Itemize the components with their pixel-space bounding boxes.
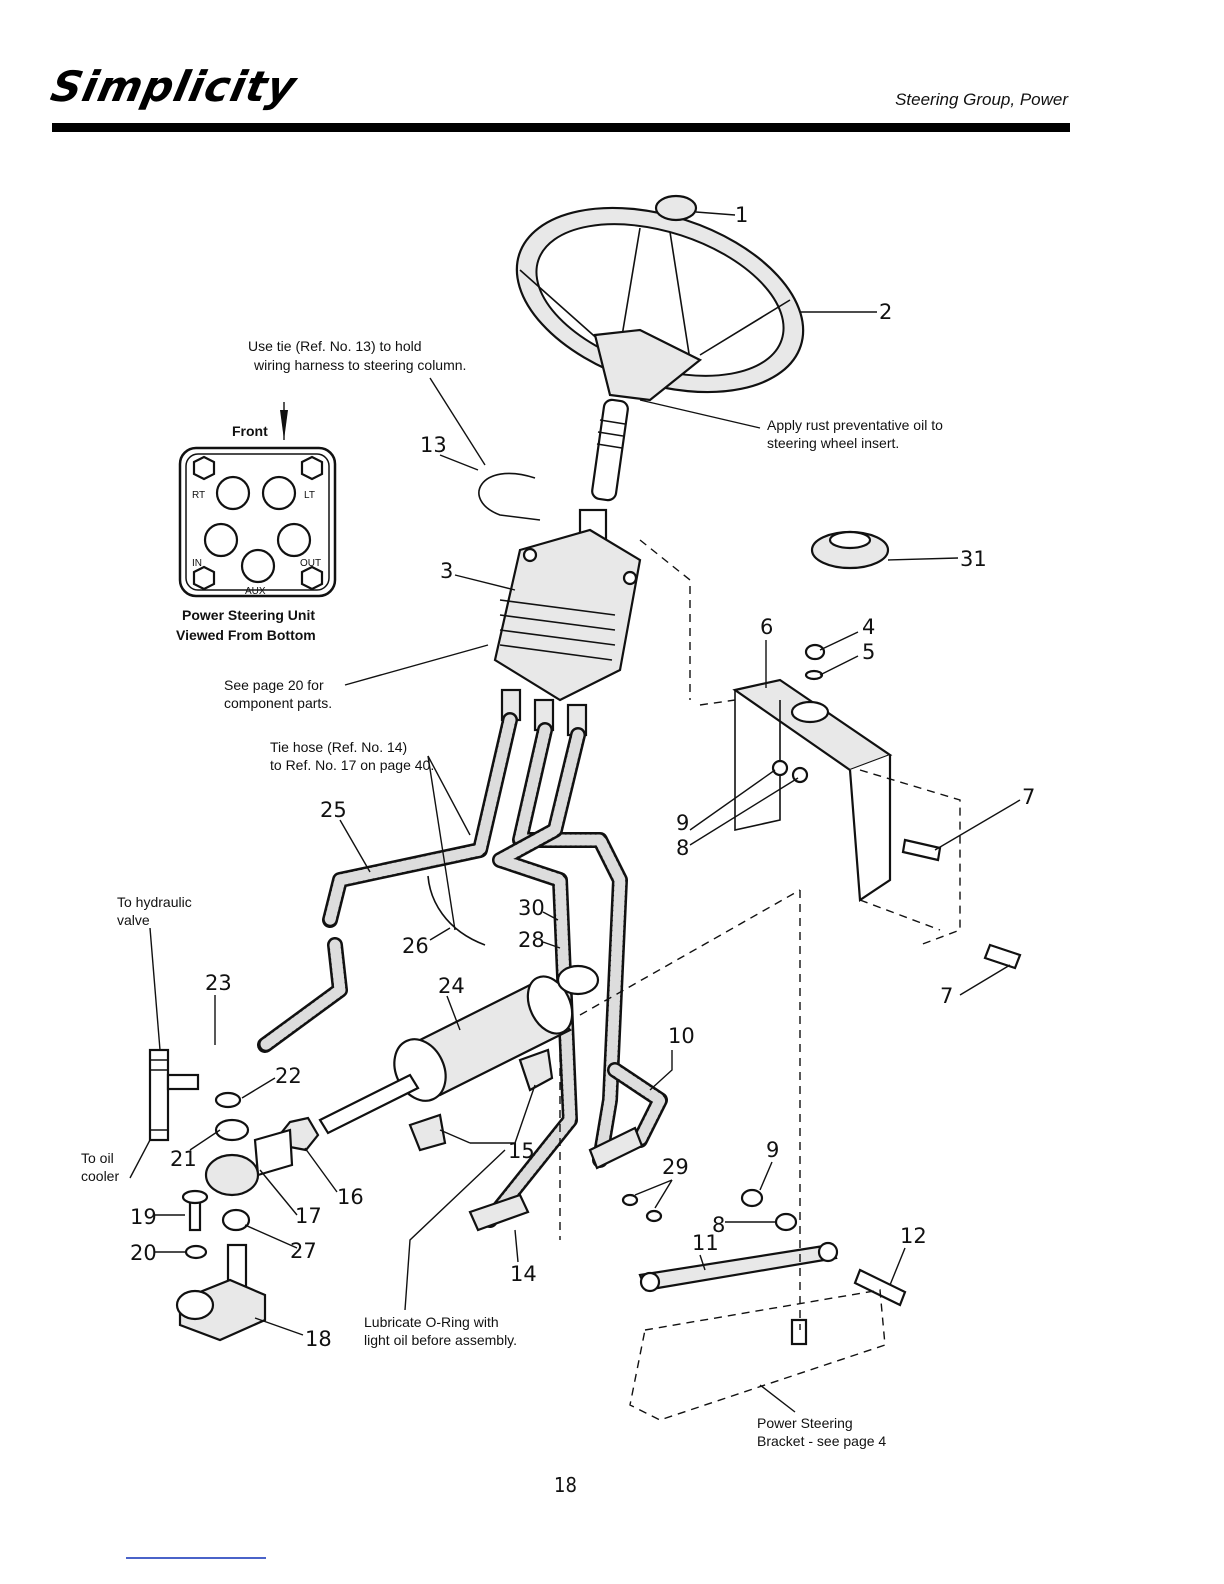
section-title: Steering Group, Power bbox=[895, 90, 1068, 109]
port-out: OUT bbox=[300, 558, 321, 569]
note-see20-1: See page 20 for bbox=[224, 677, 324, 693]
note-tiehose-2: to Ref. No. 17 on page 40. bbox=[270, 757, 434, 773]
port-aux: AUX bbox=[245, 586, 266, 597]
note-oring-1: Lubricate O-Ring with bbox=[364, 1314, 499, 1330]
callout-8b: 8 bbox=[712, 1213, 725, 1237]
hose-tie bbox=[427, 875, 486, 946]
callout-1: 1 bbox=[735, 203, 748, 227]
callout-23: 23 bbox=[205, 971, 232, 995]
inset-caption-2: Viewed From Bottom bbox=[176, 627, 316, 643]
hose-fitting bbox=[468, 1193, 530, 1232]
callout-9a: 9 bbox=[676, 811, 689, 835]
callout-26: 26 bbox=[402, 934, 429, 958]
bottom-view-inset: RT LT IN OUT AUX Front Power Steering Un… bbox=[176, 410, 337, 643]
callout-numbers: 1 2 3 4 5 6 7 7 8 8 9 9 10 11 12 13 14 1… bbox=[130, 203, 1035, 1351]
callout-12: 12 bbox=[900, 1224, 927, 1248]
front-label: Front bbox=[232, 423, 268, 439]
steering-linkage bbox=[621, 1188, 907, 1346]
callout-22: 22 bbox=[275, 1064, 302, 1088]
callout-4: 4 bbox=[862, 615, 875, 639]
hydraulic-cylinder bbox=[318, 964, 600, 1135]
port-lt: LT bbox=[304, 490, 315, 501]
cable-tie bbox=[478, 472, 541, 521]
mounting-bracket bbox=[732, 643, 893, 902]
callout-5: 5 bbox=[862, 640, 875, 664]
page-number: 18 bbox=[554, 1473, 577, 1497]
callout-21: 21 bbox=[170, 1147, 197, 1171]
callout-8a: 8 bbox=[676, 836, 689, 860]
callout-29: 29 bbox=[662, 1155, 689, 1179]
header-rule bbox=[52, 123, 1070, 132]
note-tiehose-1: Tie hose (Ref. No. 14) bbox=[270, 739, 407, 755]
hydraulic-hoses bbox=[257, 688, 668, 1228]
callout-20: 20 bbox=[130, 1241, 157, 1265]
callout-2: 2 bbox=[879, 300, 892, 324]
note-bracket-1: Power Steering bbox=[757, 1415, 853, 1431]
callout-7b: 7 bbox=[940, 984, 953, 1008]
spacer bbox=[810, 530, 890, 570]
steering-wheel bbox=[515, 194, 805, 402]
callout-9b: 9 bbox=[766, 1138, 779, 1162]
inset-caption-1: Power Steering Unit bbox=[182, 607, 315, 623]
elbow-fittings bbox=[408, 1048, 554, 1152]
callout-3: 3 bbox=[440, 559, 453, 583]
callout-28: 28 bbox=[518, 928, 545, 952]
callout-17: 17 bbox=[295, 1204, 322, 1228]
callout-11: 11 bbox=[692, 1231, 719, 1255]
bracket-outline bbox=[629, 1289, 886, 1421]
callout-6: 6 bbox=[760, 615, 773, 639]
note-rust-2: steering wheel insert. bbox=[767, 435, 899, 451]
hose-fitting bbox=[588, 1126, 644, 1170]
callout-14: 14 bbox=[510, 1262, 537, 1286]
note-rust-1: Apply rust preventative oil to bbox=[767, 417, 943, 433]
callout-16: 16 bbox=[337, 1185, 364, 1209]
callout-19: 19 bbox=[130, 1205, 157, 1229]
note-tie-1: Use tie (Ref. No. 13) to hold bbox=[248, 338, 422, 354]
callout-10: 10 bbox=[668, 1024, 695, 1048]
callout-18: 18 bbox=[305, 1327, 332, 1351]
port-in: IN bbox=[192, 558, 202, 569]
note-oring-2: light oil before assembly. bbox=[364, 1332, 517, 1348]
power-steering-unit bbox=[493, 508, 642, 702]
valve-tee bbox=[148, 1048, 200, 1142]
callout-31: 31 bbox=[960, 547, 987, 571]
assembly-lines bbox=[559, 539, 801, 1330]
note-hydraulic-2: valve bbox=[117, 912, 150, 928]
callout-27: 27 bbox=[290, 1239, 317, 1263]
footer-rule bbox=[126, 1557, 266, 1559]
callout-24: 24 bbox=[438, 974, 465, 998]
callout-30: 30 bbox=[518, 896, 545, 920]
callout-13: 13 bbox=[420, 433, 447, 457]
bolts bbox=[901, 838, 1022, 970]
wheel-cap bbox=[654, 194, 698, 222]
callout-15: 15 bbox=[508, 1139, 535, 1163]
note-see20-2: component parts. bbox=[224, 695, 332, 711]
note-cooler-2: cooler bbox=[81, 1168, 119, 1184]
callout-25: 25 bbox=[320, 798, 347, 822]
steering-shaft-insert bbox=[591, 398, 629, 502]
leader-lines bbox=[129, 211, 1021, 1413]
frame-outline bbox=[859, 769, 961, 946]
cylinder-mount-parts bbox=[175, 1091, 320, 1342]
callout-7a: 7 bbox=[1022, 785, 1035, 809]
note-tie-2: wiring harness to steering column. bbox=[253, 357, 466, 373]
note-hydraulic-1: To hydraulic bbox=[117, 894, 192, 910]
notes: Use tie (Ref. No. 13) to hold wiring har… bbox=[81, 338, 943, 1449]
note-bracket-2: Bracket - see page 4 bbox=[757, 1433, 886, 1449]
port-rt: RT bbox=[192, 490, 205, 501]
note-cooler-1: To oil bbox=[81, 1150, 114, 1166]
